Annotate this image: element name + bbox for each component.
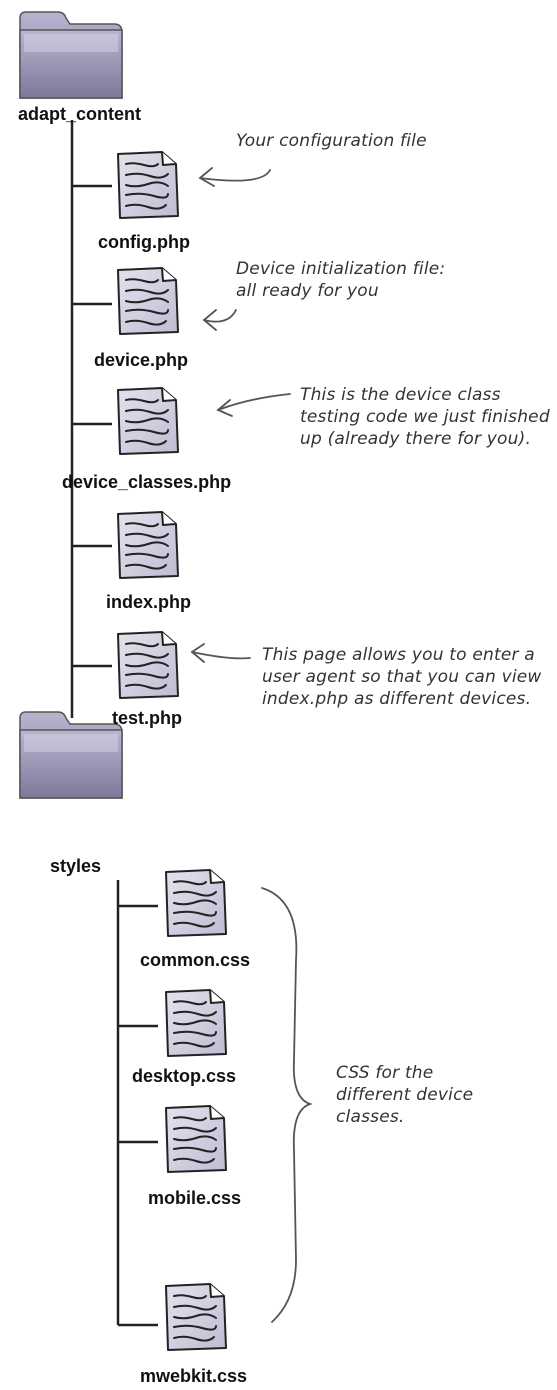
annotation-device-classes: This is the device class testing code we… [300, 385, 550, 449]
file-label-index[interactable]: index.php [106, 592, 191, 612]
file-label-mobile[interactable]: mobile.css [148, 1188, 242, 1208]
arrow-device [203, 309, 237, 323]
arrow-device-classes [217, 393, 291, 411]
annotation-device: Device initialization file: all ready fo… [236, 259, 446, 301]
folder-icon [19, 711, 123, 799]
file-icon [117, 151, 179, 219]
file-label-device-classes[interactable]: device_classes.php [62, 472, 232, 492]
annotation-test: This page allows you to enter a user age… [262, 645, 542, 709]
file-icon [165, 1283, 227, 1351]
file-label-mwebkit[interactable]: mwebkit.css [140, 1366, 248, 1386]
file-icon [117, 511, 179, 579]
css-brace [261, 887, 313, 1323]
arrow-config [199, 169, 271, 182]
file-icon [165, 1105, 227, 1173]
file-icon [117, 267, 179, 335]
folder-label-adapt-content[interactable]: adapt_content [18, 104, 142, 124]
annotation-config: Your configuration file [236, 131, 427, 151]
file-icon [165, 989, 227, 1057]
folder-icon [19, 11, 123, 99]
arrow-test [191, 651, 251, 660]
file-label-desktop[interactable]: desktop.css [132, 1066, 237, 1086]
file-icon [117, 631, 179, 699]
annotation-css: CSS for the different device classes. [336, 1063, 474, 1127]
file-icon [165, 869, 227, 937]
file-label-common[interactable]: common.css [140, 950, 251, 970]
folder-label-styles[interactable]: styles [50, 856, 102, 876]
file-icon [117, 387, 179, 455]
file-label-test[interactable]: test.php [112, 708, 182, 728]
file-label-device[interactable]: device.php [94, 350, 189, 370]
file-label-config[interactable]: config.php [98, 232, 190, 252]
